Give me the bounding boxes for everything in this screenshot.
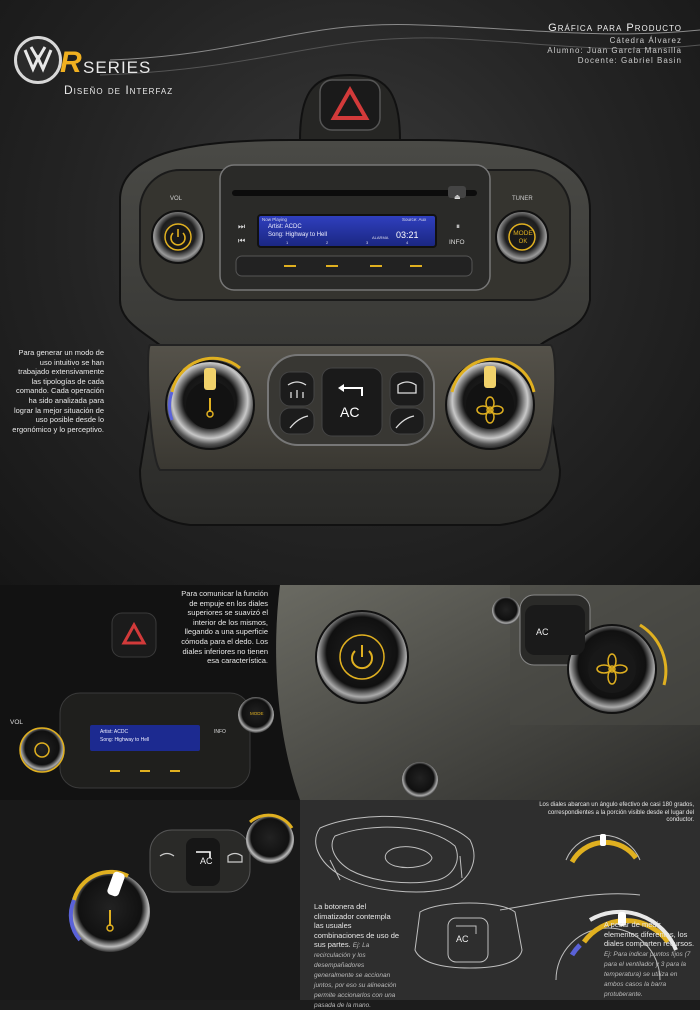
dials-italic-text: Ej: Para indicar puntos fijos (7 para el… xyxy=(604,950,691,998)
middle-strip: VOL MODE INFO Artist: ACDC Song: Highway… xyxy=(0,585,700,800)
ac-label-closeup: AC xyxy=(536,627,549,637)
hazard-triangle xyxy=(330,85,370,120)
mode-label[interactable]: MODE xyxy=(513,230,533,237)
ac-label-small: AC xyxy=(200,856,213,866)
vol-knob-small xyxy=(19,727,65,773)
ok-label[interactable]: OK xyxy=(518,239,528,245)
tuner-label: TUNER xyxy=(512,196,533,202)
small-screen xyxy=(90,725,200,751)
preset-2[interactable]: 2 xyxy=(326,240,329,245)
course-title: Gráfica para Producto xyxy=(548,22,682,34)
vol-label: VOL xyxy=(170,196,183,202)
buttons-paragraph: La botonera del climatizador contempla l… xyxy=(314,902,400,1010)
source-label: Source: Aux xyxy=(402,217,427,222)
buttons-italic-text: Ej: La recirculación y los desempañadore… xyxy=(314,942,397,1010)
dashboard-render xyxy=(99,24,700,526)
push-paragraph: Para comunicar la función de empuje en l… xyxy=(181,589,268,666)
buttons-main-text: La botonera del climatizador contempla l… xyxy=(314,902,400,950)
teacher-name: Docente: Gabriel Basin xyxy=(577,56,682,65)
mode-label-small: MODE xyxy=(250,711,264,716)
info-button[interactable]: INFO xyxy=(449,239,465,246)
preset-numbers: 1 2 3 4 xyxy=(286,240,426,246)
middle-render xyxy=(0,585,700,800)
vol-label-small: VOL xyxy=(10,719,24,726)
angle-paragraph: Los diales abarcan un ángulo efectivo de… xyxy=(539,802,694,823)
bottom-render xyxy=(0,800,700,1000)
subtitle: Diseño de Interfaz xyxy=(64,83,174,97)
vw-logo-icon xyxy=(14,36,62,84)
dials-paragraph: A pesar de medir elementos diferentes, l… xyxy=(604,920,696,999)
preset-1[interactable]: 1 xyxy=(286,240,289,245)
next-track-icon[interactable]: ⏭ xyxy=(238,222,246,231)
ac-button[interactable]: AC xyxy=(340,404,360,420)
student-name: Alumno: Juan García Mansilla xyxy=(547,46,682,55)
song-text-small: Song: Highway to Hell xyxy=(100,737,150,743)
intro-paragraph: Para generar un modo de uso intuitivo se… xyxy=(12,348,104,434)
chair-name: Cátedra Álvarez xyxy=(609,36,682,45)
clock-text: 03:21 xyxy=(396,230,419,240)
swoosh-line xyxy=(109,24,700,61)
alarm-label: ALARMA xyxy=(372,235,389,240)
preset-4[interactable]: 4 xyxy=(406,240,409,245)
song-text: Song: Highway to Hell xyxy=(268,232,328,238)
temp-indicator xyxy=(204,368,216,390)
main-render-area: R SERIES Diseño de Interfaz Gráfica para… xyxy=(0,0,700,585)
series-letter: R xyxy=(60,46,82,79)
dials-main-text: A pesar de medir elementos diferentes, l… xyxy=(604,920,695,949)
artist-text-small: Artist: ACDC xyxy=(100,729,129,735)
pause-icon[interactable]: ⏸ xyxy=(456,222,460,231)
ac-label-sketch: AC xyxy=(456,934,469,944)
eject-icon[interactable]: ⏏ xyxy=(454,194,461,201)
hazard-small-icon xyxy=(121,621,147,645)
prev-track-icon[interactable]: ⏮ xyxy=(238,236,246,245)
preset-3[interactable]: 3 xyxy=(366,240,369,245)
artist-text: Artist: ACDC xyxy=(268,224,302,230)
radio-screen xyxy=(257,214,437,248)
info-label-small: INFO xyxy=(214,729,226,735)
bottom-area: AC AC Los diales abarcan un ángulo efect… xyxy=(0,800,700,1009)
series-word: SERIES xyxy=(83,58,152,77)
now-playing-label: Now Playing xyxy=(262,217,288,222)
